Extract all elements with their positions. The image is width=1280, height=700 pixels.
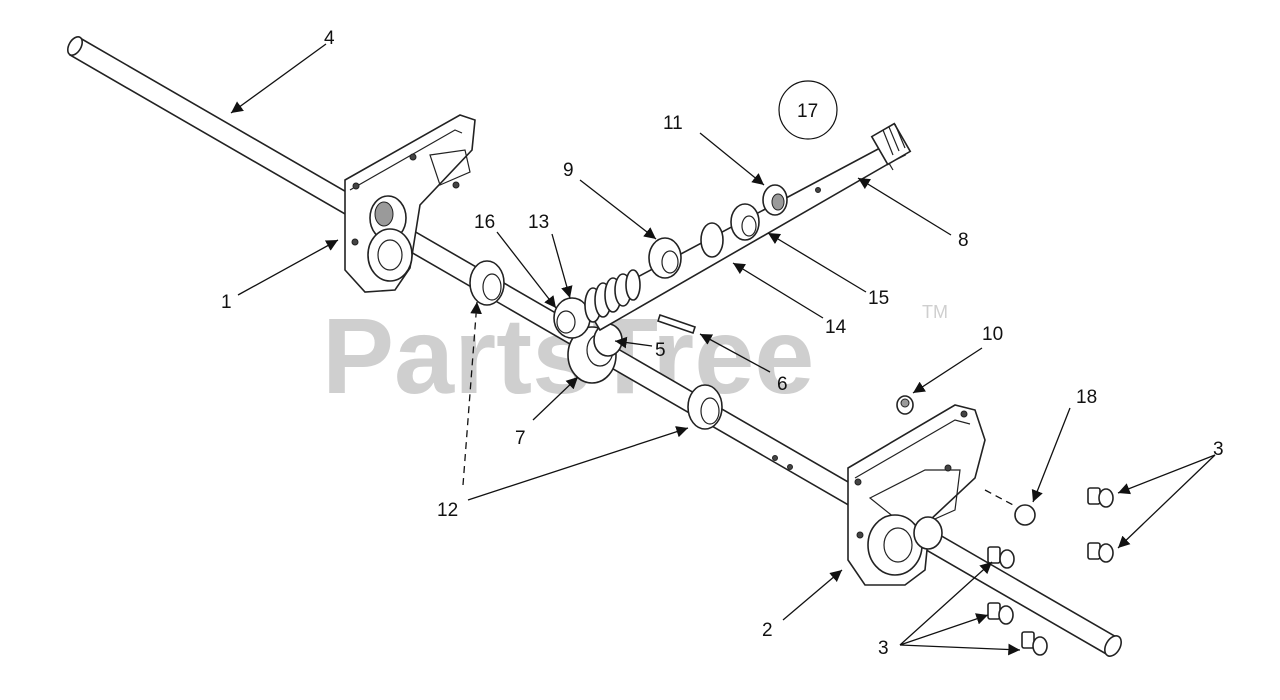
callout-4: 4 — [324, 28, 335, 49]
callout-11: 11 — [663, 113, 683, 134]
callout-17-circle — [778, 80, 838, 140]
bolt-3e — [1021, 631, 1048, 656]
callout-13: 13 — [528, 212, 549, 233]
bushing-5 — [593, 323, 623, 357]
callout-7: 7 — [515, 428, 526, 449]
washer-right — [687, 384, 723, 430]
callout-3-lower: 3 — [878, 638, 889, 659]
callout-15: 15 — [868, 288, 889, 309]
callout-14: 14 — [825, 317, 847, 338]
callout-16: 16 — [474, 212, 495, 233]
callout-1: 1 — [221, 292, 232, 313]
callout-9: 9 — [563, 160, 574, 181]
callout-3-upper: 3 — [1213, 439, 1224, 460]
bolt-3b — [1087, 542, 1114, 563]
callout-5: 5 — [655, 340, 666, 361]
callout-2: 2 — [762, 620, 773, 641]
bolt-3c — [987, 546, 1015, 569]
callout-10: 10 — [982, 324, 1003, 345]
bolt-3a — [1087, 487, 1114, 508]
cap-18 — [1014, 504, 1036, 526]
callout-18: 18 — [1076, 387, 1097, 408]
left-housing — [344, 114, 476, 293]
bolt-3d — [987, 602, 1014, 625]
collar-9 — [648, 237, 682, 279]
right-housing — [847, 404, 986, 586]
pin-6 — [656, 313, 697, 335]
callout-12: 12 — [437, 500, 458, 521]
leader-lines — [230, 43, 1216, 656]
callout-8: 8 — [958, 230, 969, 251]
callout-6: 6 — [777, 374, 788, 395]
washer-left — [469, 260, 505, 306]
callout-17: 17 — [797, 101, 818, 122]
bearing-11 — [762, 184, 788, 216]
plug-10 — [896, 395, 914, 415]
watermark-tm: TM — [922, 302, 948, 322]
cap-18-guide — [984, 489, 1016, 507]
spacer-14 — [700, 222, 724, 258]
bearing-15 — [730, 203, 760, 241]
